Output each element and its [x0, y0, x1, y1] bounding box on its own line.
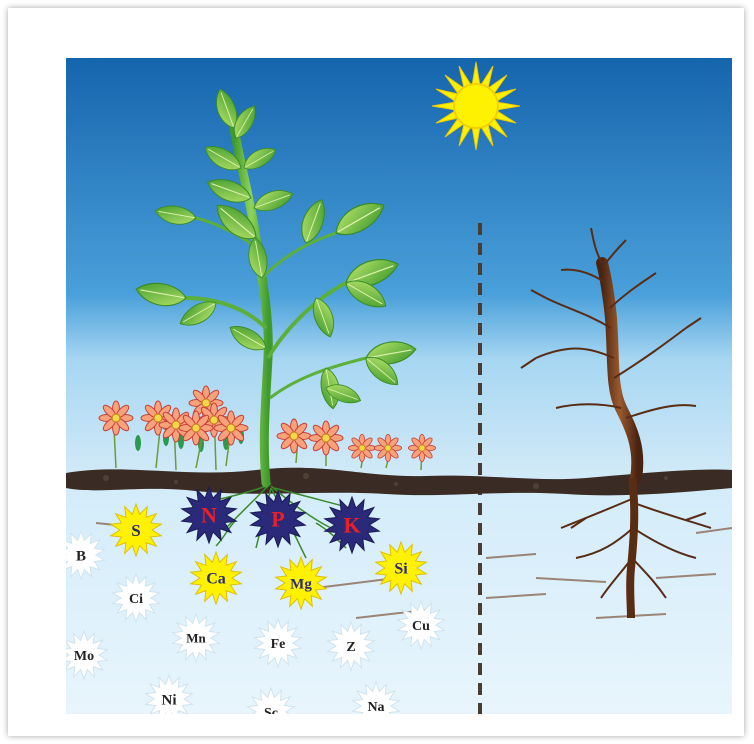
- nutrient-label-mn: Mn: [186, 631, 206, 646]
- nutrient-label-sc: Sc: [264, 706, 278, 714]
- nutrient-label-fe: Fe: [271, 637, 286, 652]
- plant-nutrition-scene: S N P K Ca Mg Si B CiMn Fe Z CuMoNiSc Na: [66, 58, 732, 714]
- nutrient-label-ca: Ca: [206, 571, 226, 588]
- sun-icon: [432, 62, 520, 150]
- nutrient-label-p: P: [271, 507, 284, 532]
- nutrient-label-s: S: [131, 521, 140, 540]
- nutrient-label-cu: Cu: [412, 619, 430, 634]
- scene-svg: S N P K Ca Mg Si B CiMn Fe Z CuMoNiSc Na: [66, 58, 732, 714]
- nutrient-label-b: B: [76, 548, 86, 564]
- nutrient-label-ni: Ni: [162, 692, 177, 708]
- nutrient-label-mg: Mg: [290, 576, 312, 592]
- illustration-frame: S N P K Ca Mg Si B CiMn Fe Z CuMoNiSc Na: [8, 8, 744, 736]
- nutrient-label-si: Si: [394, 561, 408, 578]
- nutrient-label-k: K: [343, 513, 360, 538]
- nutrient-label-na: Na: [367, 700, 384, 714]
- nutrient-label-n: N: [201, 503, 217, 528]
- nutrient-label-mo: Mo: [74, 649, 94, 664]
- nutrient-label-ci: Ci: [129, 592, 143, 607]
- nutrient-label-z: Z: [346, 640, 355, 655]
